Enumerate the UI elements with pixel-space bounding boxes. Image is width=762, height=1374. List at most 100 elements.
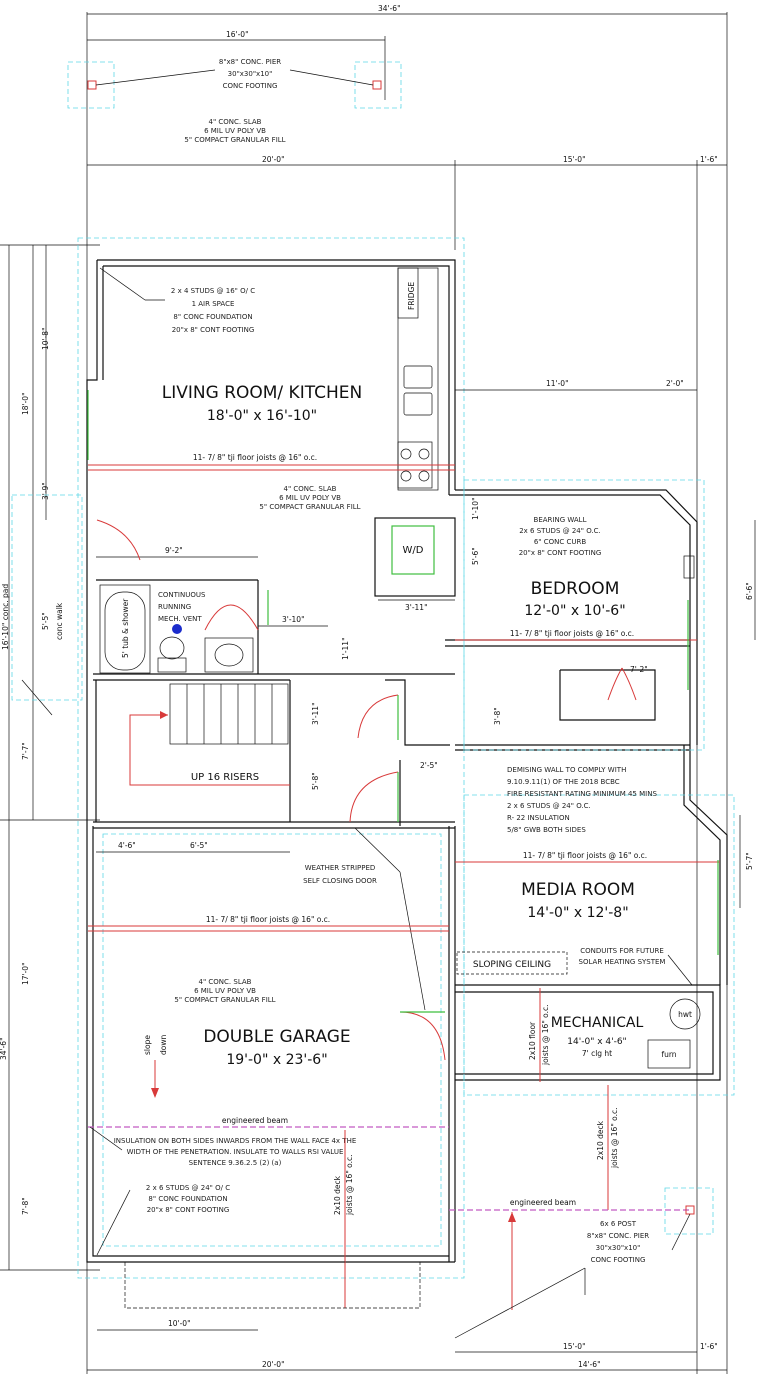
living-room-size: 18'-0" x 16'-10" bbox=[207, 408, 317, 424]
bedroom-joists: 11- 7/ 8" tji floor joists @ 16" o.c. bbox=[510, 629, 634, 638]
demising-2: 9.10.9.11(1) OF THE 2018 BCBC bbox=[507, 778, 620, 786]
dim-stair-3-11: 3'-11" bbox=[311, 702, 320, 725]
porch-slab-2: 6 MIL UV POLY VB bbox=[204, 127, 266, 135]
insulation-2: WIDTH OF THE PENETRATION. INSULATE TO WA… bbox=[127, 1148, 344, 1156]
pier-note-3: CONC FOOTING bbox=[223, 82, 278, 90]
living-slab-2: 6 MIL UV POLY VB bbox=[279, 494, 341, 502]
insulation-1: INSULATION ON BOTH SIDES INWARDS FROM TH… bbox=[114, 1137, 357, 1145]
dim-l-10-8: 10'-8" bbox=[41, 327, 50, 350]
dim-bed-5-6: 5'-6" bbox=[471, 547, 480, 565]
media-joists: 11- 7/ 8" tji floor joists @ 16" o.c. bbox=[523, 851, 647, 860]
living-room-name: LIVING ROOM/ KITCHEN bbox=[162, 383, 362, 403]
studs-top-4: 20"x 8" CONT FOOTING bbox=[172, 326, 255, 334]
studs-bottom-1: 2 x 6 STUDS @ 24" O/ C bbox=[146, 1184, 230, 1192]
hwt-label: hwt bbox=[678, 1010, 692, 1019]
bearing-3: 6" CONC CURB bbox=[534, 538, 587, 546]
conduits-2: SOLAR HEATING SYSTEM bbox=[579, 958, 666, 966]
dim-r-5-7: 5'-7" bbox=[745, 852, 754, 870]
bearing-1: BEARING WALL bbox=[534, 516, 587, 524]
demising-3: FIRE RESISTANT RATING MINIMUM 45 MINS bbox=[507, 790, 657, 798]
garage-name: DOUBLE GARAGE bbox=[203, 1027, 350, 1047]
fridge-label: FRIDGE bbox=[407, 282, 416, 310]
pier-note-2: 30"x30"x10" bbox=[228, 70, 273, 78]
garage-slab-2: 6 MIL UV POLY VB bbox=[194, 987, 256, 995]
post-3: 30"x30"x10" bbox=[596, 1244, 641, 1252]
slope-label: slope bbox=[143, 1035, 152, 1055]
stairs: UP 16 RISERS 3'-11" 5'-8" 3'-8" 2'-5" bbox=[129, 683, 502, 823]
sloping-label: SLOPING CEILING bbox=[473, 960, 551, 970]
insulation-3: SENTENCE 9.36.2.5 (2) (a) bbox=[189, 1159, 282, 1167]
dim-l-34: 34'-6" bbox=[0, 1037, 8, 1060]
wd-label: W/D bbox=[403, 545, 424, 556]
mechanical-name: MECHANICAL bbox=[551, 1015, 644, 1031]
dim-r-6-6: 6'-6" bbox=[745, 582, 754, 600]
studs-bottom-3: 20"x 8" CONT FOOTING bbox=[147, 1206, 230, 1214]
laundry: W/D 3'-11" bbox=[378, 525, 455, 612]
demising-note: DEMISING WALL TO COMPLY WITH 9.10.9.11(1… bbox=[507, 766, 657, 834]
bedroom-name: BEDROOM bbox=[531, 579, 620, 599]
dim-hall-3-8: 3'-8" bbox=[493, 707, 502, 725]
post-4: CONC FOOTING bbox=[591, 1256, 646, 1264]
vent-3: MECH. VENT bbox=[158, 615, 202, 623]
dim-3-10: 3'-10" bbox=[282, 615, 305, 624]
walls bbox=[86, 259, 728, 1263]
living-slab-1: 4" CONC. SLAB bbox=[284, 485, 337, 493]
dim-top-mid: 15'-0" bbox=[563, 155, 586, 164]
dim-b-1-6: 1'-6" bbox=[700, 1342, 718, 1351]
dim-b-20: 20'-0" bbox=[262, 1360, 285, 1369]
living-notes: 2 x 4 STUDS @ 16" O/ C 1 AIR SPACE 8" CO… bbox=[88, 267, 455, 511]
door-note-2: SELF CLOSING DOOR bbox=[303, 877, 377, 885]
dim-r-11: 11'-0" bbox=[546, 379, 569, 388]
dim-bed-1-10: 1'-10" bbox=[471, 497, 480, 520]
bathroom: 9'-2" 5' tub & shower CONTINUOUS RUNNING… bbox=[87, 390, 350, 674]
dim-l-7-7: 7'-7" bbox=[21, 742, 30, 760]
porch-slab-3: 5" COMPACT GRANULAR FILL bbox=[184, 136, 285, 144]
kitchen: FRIDGE bbox=[397, 267, 439, 491]
demising-6: 5/8" GWB BOTH SIDES bbox=[507, 826, 586, 834]
dim-top-right: 1'-6" bbox=[700, 155, 718, 164]
demising-1: DEMISING WALL TO COMPLY WITH bbox=[507, 766, 626, 774]
dim-top-overall: 34'-6" bbox=[378, 4, 401, 13]
dim-l-18: 18'-0" bbox=[21, 392, 30, 415]
media-room-name: MEDIA ROOM bbox=[521, 880, 635, 900]
post-2: 8"x8" CONC. PIER bbox=[587, 1232, 649, 1240]
deck-beam: engineered beam bbox=[510, 1198, 576, 1207]
dim-g-4-6: 4'-6" bbox=[118, 841, 136, 850]
dim-hall-2-5: 2'-5" bbox=[420, 761, 438, 770]
dim-l-16: 16'-10" conc. pad bbox=[1, 584, 10, 650]
studs-bottom-2: 8" CONC FOUNDATION bbox=[148, 1195, 227, 1203]
deck-joists: 2x10 deck bbox=[596, 1120, 605, 1160]
right-dimensions: 11'-0" 2'-0" 6'-6" 5'-7" bbox=[455, 379, 756, 908]
left-dimensions: 10'-8" 18'-0" 3'-9" 5'-5" 16'-10" conc. … bbox=[0, 244, 100, 1271]
dim-1-11: 1'-11" bbox=[341, 637, 350, 660]
garage-deck: 2x10 deck bbox=[333, 1175, 342, 1215]
beam-label: engineered beam bbox=[222, 1116, 288, 1125]
media-room: 11- 7/ 8" tji floor joists @ 16" o.c. ME… bbox=[455, 851, 720, 986]
deck: 2x10 deck joists @ 16" o.c. engineered b… bbox=[449, 1085, 695, 1339]
dim-stair-5-8: 5'-8" bbox=[311, 772, 320, 790]
post-1: 6x 6 POST bbox=[600, 1220, 637, 1228]
vent-1: CONTINUOUS bbox=[158, 591, 206, 599]
stairs-label: UP 16 RISERS bbox=[191, 772, 259, 783]
bearing-4: 20"x 8" CONT FOOTING bbox=[519, 549, 602, 557]
dim-b-10: 10'-0" bbox=[168, 1319, 191, 1328]
top-dimensions: 34'-6" 16'-0" 20'-0" 15'-0" 1'-6" bbox=[86, 4, 728, 1374]
dim-top-left: 20'-0" bbox=[262, 155, 285, 164]
living-joists: 11- 7/ 8" tji floor joists @ 16" o.c. bbox=[193, 453, 317, 462]
bedroom-size: 12'-0" x 10'-6" bbox=[524, 603, 625, 619]
vent-icon bbox=[172, 624, 182, 634]
dim-b-14-6: 14'-6" bbox=[578, 1360, 601, 1369]
bedroom: BEARING WALL 2x 6 STUDS @ 24" O.C. 6" CO… bbox=[455, 497, 697, 701]
dim-closet: 7'-2" bbox=[630, 665, 648, 674]
mechanical-size: 14'-0" x 4'-6" bbox=[567, 1037, 626, 1047]
door-note-1: WEATHER STRIPPED bbox=[305, 864, 376, 872]
studs-top-2: 1 AIR SPACE bbox=[192, 300, 235, 308]
garage-joists: 11- 7/ 8" tji floor joists @ 16" o.c. bbox=[206, 915, 330, 924]
furn-label: furn bbox=[661, 1050, 676, 1059]
dim-l-5-5: 5'-5" bbox=[41, 612, 50, 630]
demising-5: R- 22 INSULATION bbox=[507, 814, 570, 822]
studs-top-1: 2 x 4 STUDS @ 16" O/ C bbox=[171, 287, 255, 295]
garage-deck-2: joists @ 16" o.c. bbox=[345, 1154, 354, 1216]
dim-g-6-5: 6'-5" bbox=[190, 841, 208, 850]
